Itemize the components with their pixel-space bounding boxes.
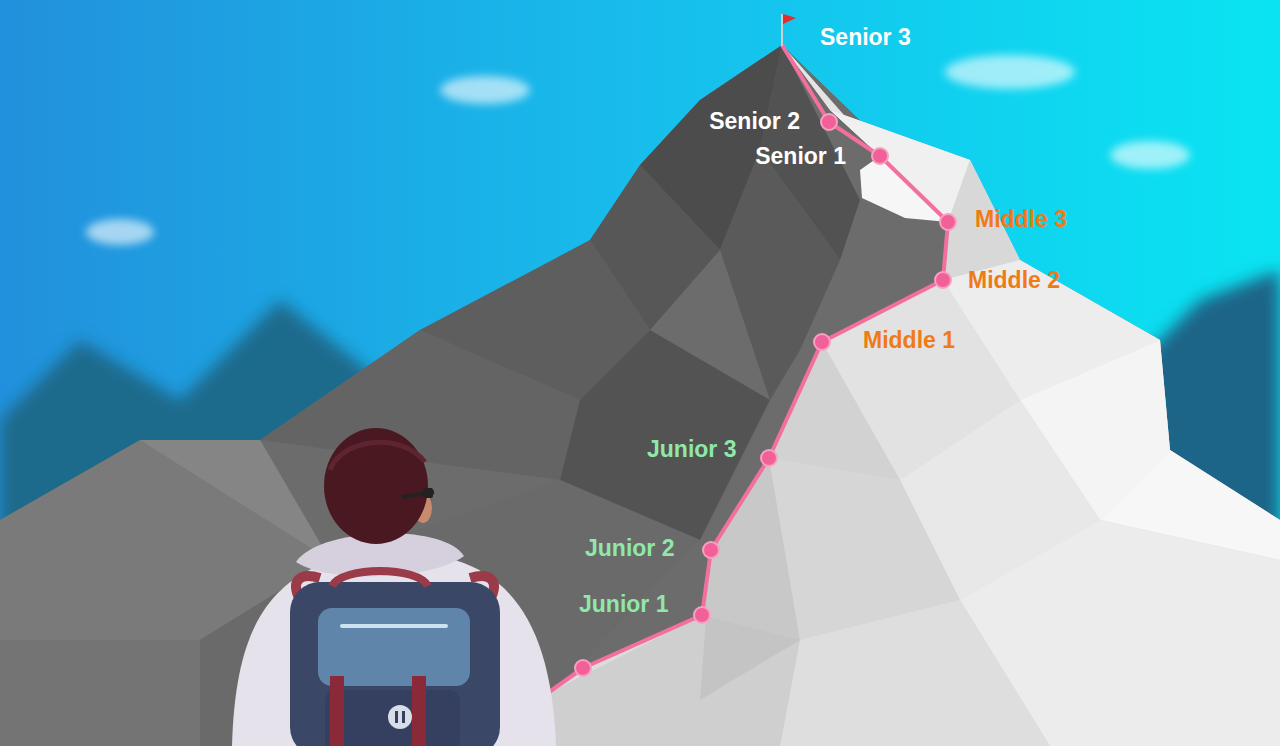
level-label: Senior 3 [820,24,911,50]
level-label: Middle 1 [863,327,955,353]
level-label: Junior 3 [647,436,736,462]
level-label: Middle 2 [968,267,1060,293]
climbing-route [545,45,956,695]
level-label: Senior 1 [755,143,846,169]
level-label: Middle 3 [975,206,1067,232]
summit-flag [782,14,796,46]
mountain [0,45,1280,746]
level-label: Junior 2 [585,535,674,561]
level-label: Junior 1 [579,591,668,617]
level-label: Senior 2 [709,108,800,134]
hiker-figure [232,428,556,746]
